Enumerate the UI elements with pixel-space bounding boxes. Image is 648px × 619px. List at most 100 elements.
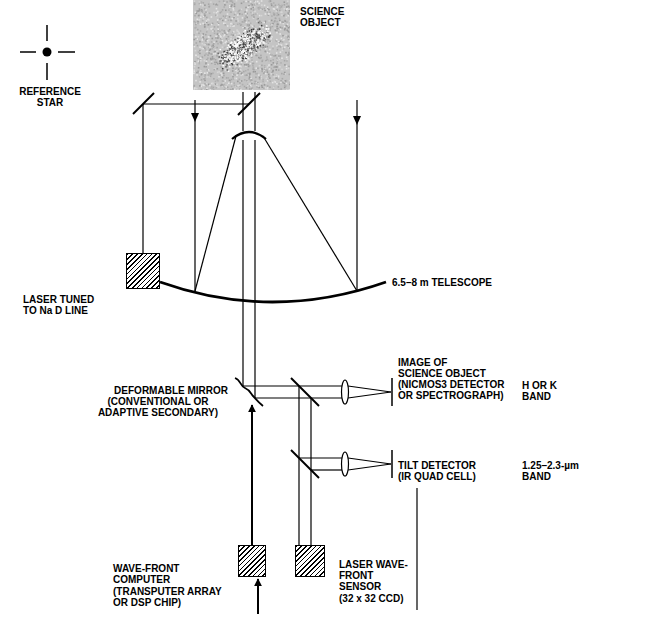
image-speckle bbox=[253, 69, 255, 71]
image-speckle bbox=[274, 8, 276, 10]
galaxy-speckle bbox=[243, 50, 245, 52]
image-speckle bbox=[208, 64, 210, 66]
image-speckle bbox=[267, 7, 269, 9]
image-speckle bbox=[251, 3, 253, 5]
image-speckle bbox=[249, 74, 251, 76]
galaxy-speckle bbox=[235, 45, 237, 47]
image-speckle bbox=[202, 36, 204, 38]
image-speckle bbox=[222, 40, 224, 42]
image-speckle bbox=[204, 4, 206, 6]
image-speckle bbox=[253, 17, 255, 19]
galaxy-speckle bbox=[240, 53, 242, 55]
galaxy-speckle bbox=[249, 53, 251, 55]
image-speckle bbox=[241, 24, 243, 26]
galaxy-speckle bbox=[238, 53, 240, 55]
image-speckle bbox=[251, 88, 253, 90]
image-speckle bbox=[226, 66, 228, 68]
image-speckle bbox=[286, 9, 288, 11]
image-speckle bbox=[265, 60, 267, 62]
image-speckle bbox=[208, 47, 210, 49]
image-speckle bbox=[235, 34, 237, 36]
image-speckle bbox=[236, 74, 238, 76]
image-speckle bbox=[275, 77, 277, 79]
galaxy-speckle bbox=[239, 39, 241, 41]
galaxy-speckle bbox=[232, 49, 234, 51]
image-speckle bbox=[250, 31, 252, 33]
image-speckle bbox=[290, 42, 291, 44]
image-speckle bbox=[278, 31, 280, 33]
image-speckle bbox=[208, 6, 210, 8]
image-speckle bbox=[254, 0, 256, 2]
image-speckle bbox=[285, 52, 287, 54]
galaxy-speckle bbox=[254, 38, 256, 40]
image-speckle bbox=[200, 23, 202, 25]
image-speckle bbox=[250, 35, 252, 37]
image-speckle bbox=[280, 40, 282, 42]
image-speckle bbox=[238, 20, 240, 22]
image-speckle bbox=[217, 43, 219, 45]
image-speckle bbox=[274, 14, 276, 16]
image-speckle bbox=[266, 27, 268, 29]
image-speckle bbox=[203, 2, 205, 4]
image-speckle bbox=[273, 55, 275, 57]
image-speckle bbox=[283, 73, 285, 75]
image-speckle bbox=[197, 45, 199, 47]
image-speckle bbox=[209, 89, 211, 90]
beam-splitter bbox=[291, 450, 319, 478]
galaxy-speckle bbox=[244, 39, 246, 41]
image-speckle bbox=[267, 69, 269, 71]
image-speckle bbox=[260, 57, 262, 59]
star-ray bbox=[20, 51, 36, 53]
image-speckle bbox=[195, 12, 197, 14]
image-speckle bbox=[198, 19, 200, 21]
image-speckle bbox=[284, 64, 286, 66]
image-speckle bbox=[247, 25, 249, 27]
image-speckle bbox=[289, 7, 290, 9]
image-speckle bbox=[221, 74, 223, 76]
image-speckle bbox=[197, 71, 199, 73]
image-speckle bbox=[199, 72, 201, 74]
image-speckle bbox=[289, 6, 290, 8]
image-speckle bbox=[229, 7, 231, 9]
galaxy-speckle bbox=[261, 37, 263, 39]
image-speckle bbox=[266, 69, 268, 71]
image-speckle bbox=[286, 25, 288, 27]
image-speckle bbox=[254, 4, 256, 6]
image-speckle bbox=[282, 35, 284, 37]
focus-ray bbox=[348, 392, 391, 398]
detector-plane bbox=[391, 450, 393, 478]
image-speckle bbox=[271, 68, 273, 70]
image-speckle bbox=[218, 37, 220, 39]
image-speckle bbox=[207, 47, 209, 49]
image-speckle bbox=[213, 69, 215, 71]
image-speckle bbox=[237, 24, 239, 26]
image-speckle bbox=[239, 85, 241, 87]
image-speckle bbox=[261, 86, 263, 88]
image-speckle bbox=[244, 18, 246, 20]
image-speckle bbox=[212, 44, 214, 46]
image-speckle bbox=[216, 51, 218, 53]
galaxy-speckle bbox=[246, 49, 248, 51]
image-speckle bbox=[197, 19, 199, 21]
image-speckle bbox=[217, 29, 219, 31]
image-speckle bbox=[206, 87, 208, 89]
image-speckle bbox=[210, 28, 212, 30]
image-speckle bbox=[217, 33, 219, 35]
image-speckle bbox=[213, 12, 215, 14]
galaxy-speckle bbox=[247, 52, 249, 54]
galaxy-speckle bbox=[232, 48, 234, 50]
image-speckle bbox=[245, 7, 247, 9]
image-speckle bbox=[222, 33, 224, 35]
galaxy-speckle bbox=[248, 47, 250, 49]
image-speckle bbox=[198, 67, 200, 69]
galaxy-speckle bbox=[263, 40, 265, 42]
image-speckle bbox=[277, 77, 279, 79]
galaxy-speckle bbox=[230, 62, 232, 64]
galaxy-speckle bbox=[237, 47, 239, 49]
image-speckle bbox=[261, 22, 263, 24]
image-speckle bbox=[233, 16, 235, 18]
image-speckle bbox=[197, 29, 199, 31]
image-speckle bbox=[200, 30, 202, 32]
image-speckle bbox=[231, 38, 233, 40]
image-speckle bbox=[219, 50, 221, 52]
